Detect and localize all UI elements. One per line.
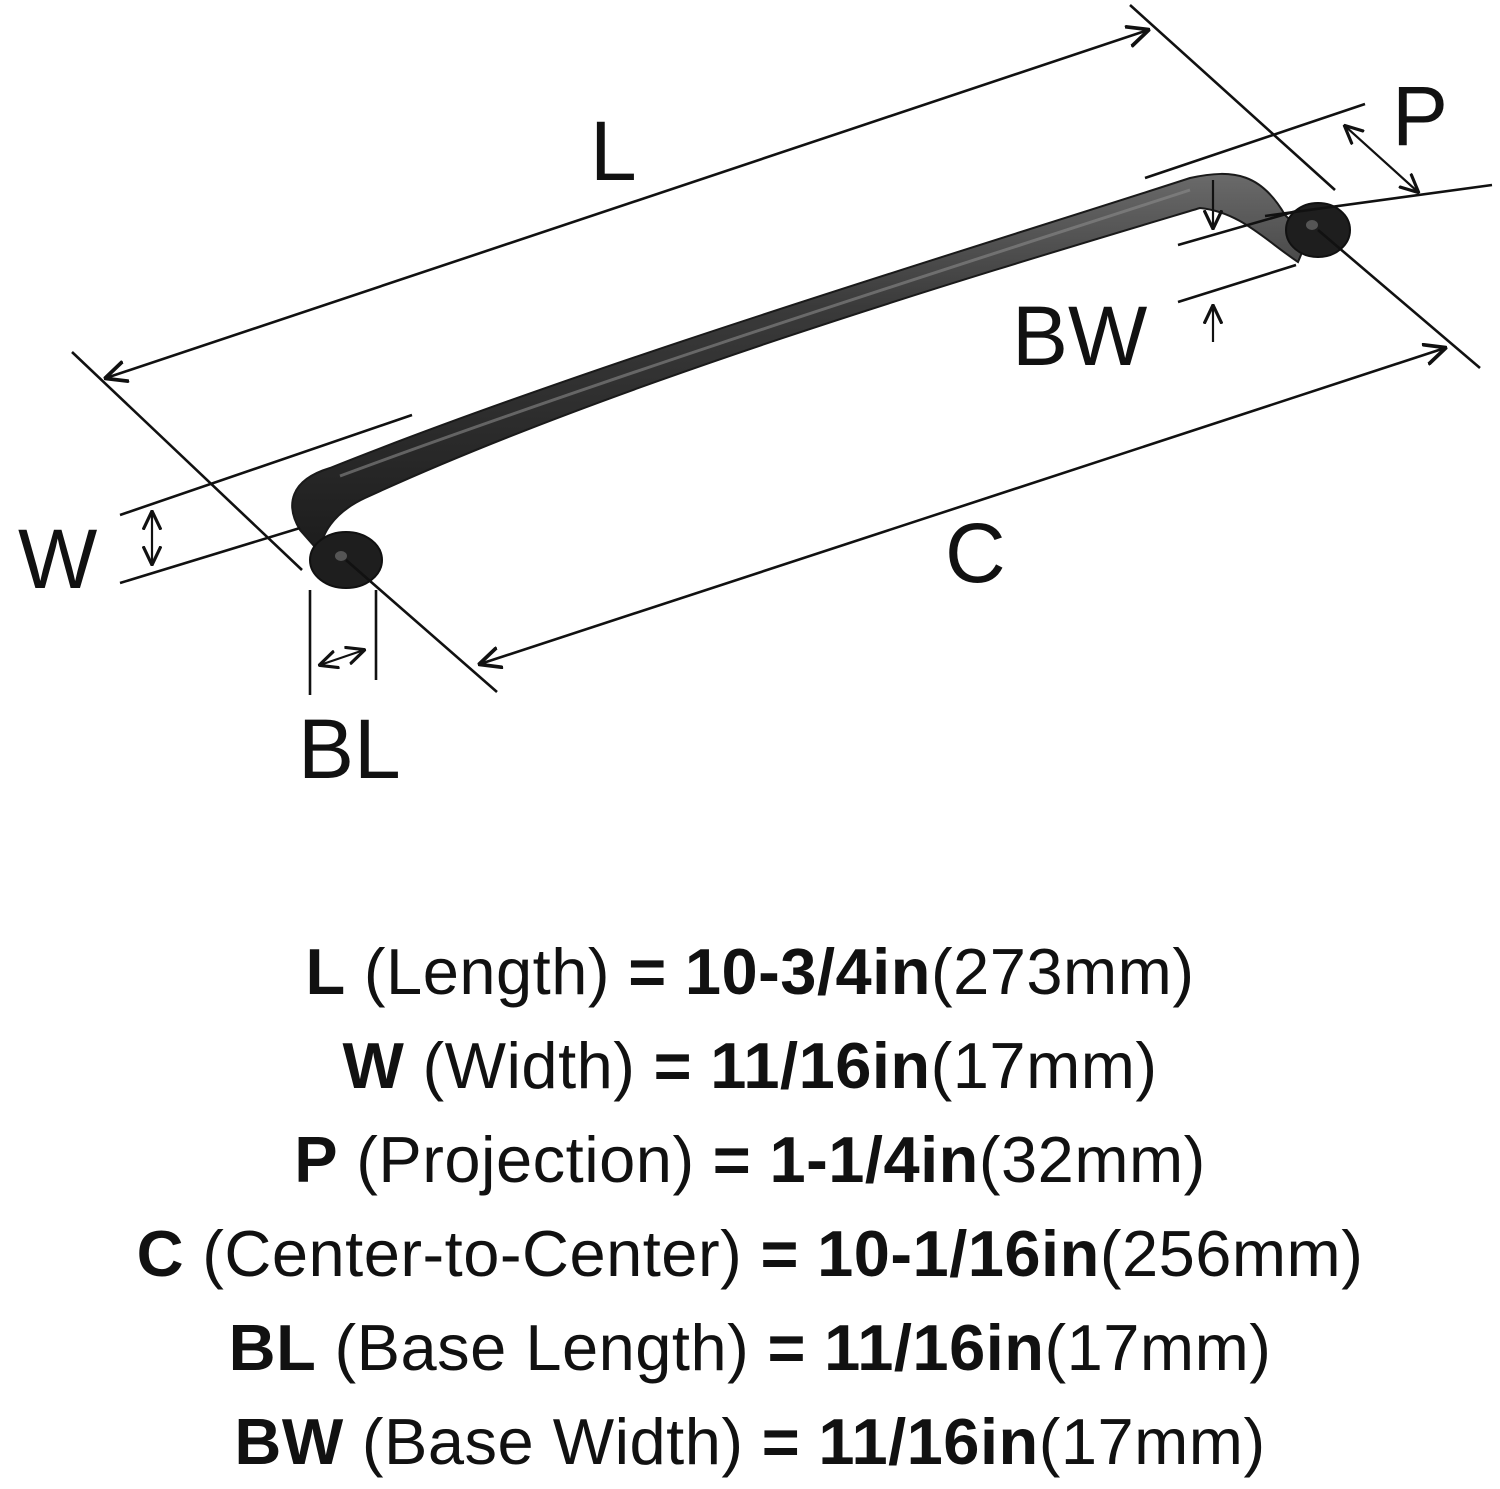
projection-dimension: [1144, 102, 1493, 218]
spec-name: (Base Width): [361, 1405, 744, 1478]
base-width-dimension: [1177, 180, 1301, 342]
specifications-list: L(Length)=10-3/4in(273mm) W(Width)=11/16…: [0, 925, 1500, 1489]
spec-metric: (273mm): [930, 935, 1195, 1008]
spec-imperial: 11/16in: [824, 1311, 1045, 1384]
spec-eq: =: [653, 1029, 693, 1102]
spec-code: P: [294, 1123, 339, 1196]
spec-name: (Projection): [356, 1123, 695, 1196]
spec-metric: (256mm): [1099, 1217, 1364, 1290]
spec-metric: (32mm): [978, 1123, 1206, 1196]
spec-imperial: 11/16in: [818, 1405, 1039, 1478]
dimension-diagram: L P BW W C BL: [18, 4, 1493, 796]
spec-name: (Length): [363, 935, 611, 1008]
label-BW: BW: [1012, 289, 1147, 383]
spec-metric: (17mm): [1038, 1405, 1266, 1478]
spec-metric: (17mm): [1044, 1311, 1272, 1384]
center-to-center-dimension: [345, 229, 1481, 693]
spec-row-base-length: BL(Base Length)=11/16in(17mm): [0, 1301, 1500, 1395]
spec-code: BW: [234, 1405, 344, 1478]
spec-eq: =: [761, 1405, 801, 1478]
spec-code: C: [136, 1217, 185, 1290]
spec-imperial: 10-3/4in: [684, 935, 931, 1008]
spec-row-center-to-center: C(Center-to-Center)=10-1/16in(256mm): [0, 1207, 1500, 1301]
spec-imperial: 1-1/4in: [769, 1123, 979, 1196]
label-BL: BL: [298, 702, 401, 796]
spec-metric: (17mm): [930, 1029, 1158, 1102]
spec-row-length: L(Length)=10-3/4in(273mm): [0, 925, 1500, 1019]
spec-name: (Width): [422, 1029, 636, 1102]
label-W: W: [18, 512, 97, 606]
spec-eq: =: [712, 1123, 752, 1196]
spec-name: (Base Length): [334, 1311, 750, 1384]
label-P: P: [1392, 69, 1448, 163]
label-C: C: [945, 506, 1006, 600]
spec-eq: =: [628, 935, 667, 1008]
spec-row-width: W(Width)=11/16in(17mm): [0, 1019, 1500, 1113]
spec-eq: =: [767, 1311, 806, 1384]
spec-imperial: 11/16in: [710, 1029, 931, 1102]
length-dimension: [71, 4, 1336, 571]
spec-code: L: [305, 935, 346, 1008]
cabinet-pull-handle: [291, 172, 1351, 589]
spec-eq: =: [760, 1217, 799, 1290]
spec-row-projection: P(Projection)=1-1/4in(32mm): [0, 1113, 1500, 1207]
spec-name: (Center-to-Center): [202, 1217, 743, 1290]
spec-code: W: [342, 1029, 405, 1102]
spec-imperial: 10-1/16in: [817, 1217, 1100, 1290]
width-dimension: [119, 413, 413, 585]
spec-code: BL: [228, 1311, 317, 1384]
label-L: L: [590, 104, 637, 198]
base-length-dimension: [308, 590, 378, 695]
spec-row-base-width: BW(Base Width)=11/16in(17mm): [0, 1395, 1500, 1489]
